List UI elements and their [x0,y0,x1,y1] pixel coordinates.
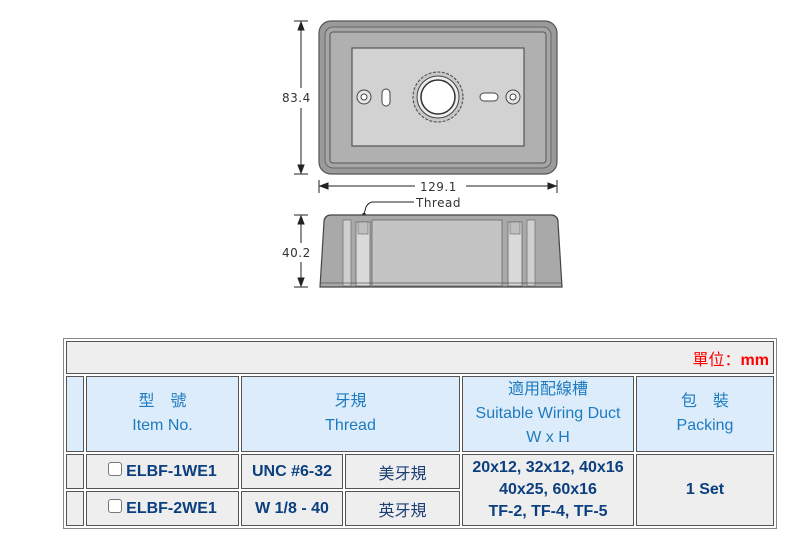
item-number: ELBF-2WE1 [126,499,217,517]
header-packing-zh: 包 裝 [680,393,729,410]
thread-type: 美牙規 [345,454,460,489]
item-number: ELBF-1WE1 [126,462,217,480]
unit-cell: 單位：mm [66,341,774,374]
header-duct-sub: W x H [526,429,570,446]
width-dimension [318,180,558,193]
side-height-dimension-label: 40.2 [282,246,311,260]
height-dimension-label: 83.4 [282,91,311,105]
row-select-cell [66,454,84,489]
thread-callout-label: Thread [415,196,461,210]
row-checkbox[interactable] [108,462,123,477]
header-wiring-duct: 適用配線槽 Suitable Wiring Duct W x H [462,376,634,452]
header-item-zh: 型 號 [138,393,187,410]
unit-row: 單位：mm [66,341,774,374]
height-dimension-side [294,214,308,288]
header-select-column [66,376,84,452]
width-dimension-label: 129.1 [420,180,457,194]
row-select-cell [66,491,84,526]
duct-line: TF-2, TF-4, TF-5 [488,503,608,520]
height-dimension-top [294,20,308,175]
spec-table: 單位：mm 型 號 Item No. 牙規 Thread 適用配線槽 Suita… [63,338,777,529]
header-packing: 包 裝 Packing [636,376,774,452]
packing-cell: 1 Set [636,454,774,526]
header-row: 型 號 Item No. 牙規 Thread 適用配線槽 Suitable Wi… [66,376,774,452]
table-row: ELBF-2WE1 W 1/8 - 40 英牙規 [66,491,774,526]
product-dimension-drawing: 83.4 129.1 Thread 40.2 [282,20,563,288]
duct-line: 40x25, 60x16 [499,481,597,498]
item-cell: ELBF-1WE1 [86,454,239,489]
header-item-en: Item No. [132,417,193,434]
header-packing-en: Packing [676,417,734,434]
thread-spec: W 1/8 - 40 [241,491,343,526]
side-view [319,214,563,288]
header-thread-en: Thread [325,417,376,434]
header-item-no: 型 號 Item No. [86,376,239,452]
header-duct-zh: 適用配線槽 [507,381,588,398]
thread-spec: UNC #6-32 [241,454,343,489]
item-cell: ELBF-2WE1 [86,491,239,526]
table-row: ELBF-1WE1 UNC #6-32 美牙規 20x12, 32x12, 40… [66,454,774,526]
unit-label: 單位：mm [692,351,769,369]
top-view [318,20,558,175]
wiring-duct-cell: 20x12, 32x12, 40x16 40x25, 60x16 TF-2, T… [462,454,634,526]
row-checkbox[interactable] [108,499,123,514]
header-thread-zh: 牙規 [334,393,367,410]
header-duct-en: Suitable Wiring Duct [475,405,621,422]
thread-type: 英牙規 [345,491,460,526]
duct-line: 20x12, 32x12, 40x16 [472,459,624,476]
header-thread: 牙規 Thread [241,376,460,452]
